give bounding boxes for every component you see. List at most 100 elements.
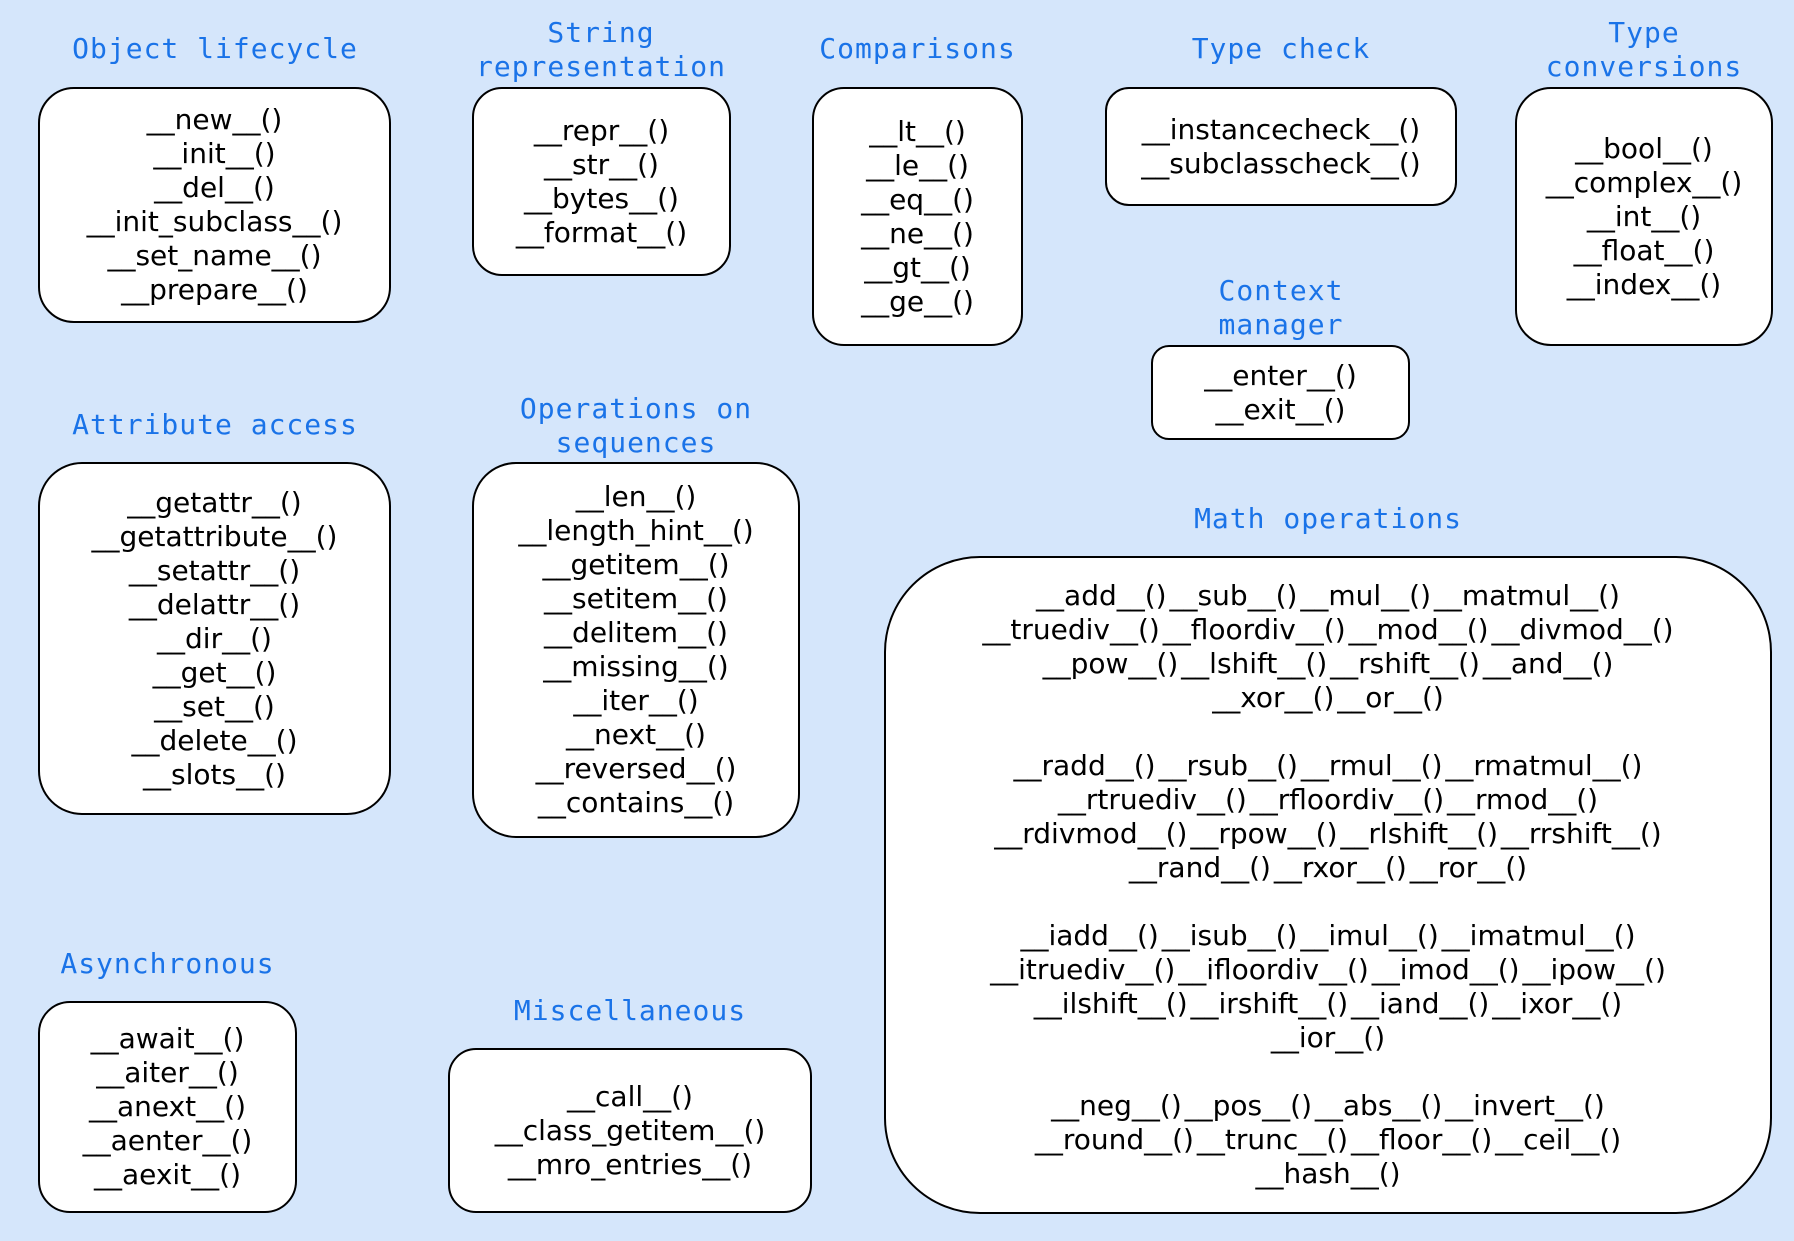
method-item: __missing__() [543, 650, 729, 683]
title-line: Operations on [519, 392, 753, 425]
method-item: __init_subclass__() [86, 205, 343, 238]
title-line: manager [1218, 308, 1344, 341]
title-line: Attribute access [72, 408, 358, 441]
group-title: Attribute access [40, 408, 390, 442]
group-title: Math operations [884, 502, 1772, 536]
method-item: __slots__() [143, 757, 286, 791]
method-item: __set__() [154, 689, 275, 723]
method-item: __delattr__() [128, 587, 301, 621]
method-item: __ge__() [861, 284, 974, 318]
method-row: __xor__() __or__() [1212, 681, 1444, 714]
group-title: Context manager [1150, 274, 1412, 342]
title-line: Type [1608, 16, 1680, 49]
group-title: Comparisons [810, 32, 1025, 66]
method-row: __round__() __trunc__() __floor__() __ce… [1034, 1123, 1622, 1156]
method-item: __next__() [566, 718, 706, 751]
method-item: __aiter__() [96, 1056, 239, 1089]
method-item: __gt__() [864, 250, 971, 284]
method-item: __set_name__() [107, 239, 322, 272]
method-item: __prepare__() [121, 273, 308, 306]
method-item: __aexit__() [93, 1158, 242, 1191]
method-box: __getattr__() __getattribute__() __setat… [38, 462, 391, 815]
method-item: __init__() [153, 137, 276, 170]
method-row: __hash__() [1255, 1157, 1401, 1190]
method-item: __le__() [866, 148, 969, 182]
method-row: __pow__() __lshift__() __rshift__() __an… [1042, 647, 1614, 680]
method-item: __str__() [544, 147, 659, 181]
method-row: __ior__() [1270, 1021, 1386, 1054]
method-row: __rand__() __rxor__() __ror__() [1128, 851, 1528, 884]
method-item: __setattr__() [128, 553, 301, 587]
method-row: __add__() __sub__() __mul__() __matmul__… [1036, 579, 1620, 612]
method-item: __bytes__() [524, 181, 679, 215]
method-item: __index__() [1566, 267, 1722, 301]
title-line: String [547, 16, 655, 49]
group-title: String representation [470, 16, 732, 84]
method-item: __getattribute__() [91, 519, 338, 553]
method-item: __format__() [515, 215, 688, 249]
method-row: __radd__() __rsub__() __rmul__() __rmatm… [1013, 749, 1643, 782]
method-item: __contains__() [537, 786, 735, 819]
method-row: __rtruediv__() __rfloordiv__() __rmod__(… [1057, 783, 1599, 816]
title-line: Context [1218, 274, 1344, 307]
method-item: __complex__() [1545, 165, 1743, 199]
method-item: __getitem__() [542, 548, 730, 581]
method-row: __itruediv__() __ifloordiv__() __imod__(… [990, 953, 1666, 986]
method-item: __dir__() [157, 621, 272, 655]
method-item: __mro_entries__() [507, 1147, 753, 1181]
method-box: __add__() __sub__() __mul__() __matmul__… [884, 556, 1772, 1214]
method-item: __enter__() [1204, 358, 1357, 392]
method-item: __ne__() [861, 216, 974, 250]
method-box: __instancecheck__() __subclasscheck__() [1105, 87, 1457, 206]
method-item: __float__() [1573, 233, 1715, 267]
method-item: __repr__() [533, 113, 670, 147]
method-item: __get__() [152, 655, 277, 689]
method-box: __repr__() __str__() __bytes__() __forma… [472, 87, 731, 276]
title-line: conversions [1545, 50, 1743, 83]
method-row: __ilshift__() __irshift__() __iand__() _… [1033, 987, 1623, 1020]
method-item: __reversed__() [535, 752, 737, 785]
method-item: __lt__() [869, 114, 966, 148]
method-item: __new__() [146, 103, 283, 136]
method-item: __length_hint__() [518, 514, 754, 547]
method-item: __bool__() [1575, 131, 1713, 165]
method-item: __call__() [567, 1079, 693, 1113]
method-item: __exit__() [1215, 392, 1346, 426]
method-box: __lt__() __le__() __eq__() __ne__() __gt… [812, 87, 1023, 346]
title-line: Asynchronous [60, 947, 275, 980]
method-item: __eq__() [861, 182, 974, 216]
method-box: __bool__() __complex__() __int__() __flo… [1515, 87, 1773, 346]
title-line: sequences [555, 426, 717, 459]
method-row: __iadd__() __isub__() __imul__() __imatm… [1020, 919, 1636, 952]
method-item: __instancecheck__() [1141, 112, 1421, 146]
method-item: __await__() [90, 1022, 245, 1055]
method-item: __len__() [575, 480, 697, 513]
method-item: __setitem__() [544, 582, 728, 615]
group-title: Operations on sequences [472, 392, 800, 460]
method-row: __neg__() __pos__() __abs__() __invert__… [1051, 1089, 1605, 1122]
method-item: __del__() [154, 171, 275, 204]
method-item: __subclasscheck__() [1141, 146, 1421, 180]
method-box: __enter__() __exit__() [1151, 345, 1410, 440]
method-item: __iter__() [573, 684, 699, 717]
title-line: representation [475, 50, 726, 83]
title-line: Type check [1191, 32, 1371, 65]
title-line: Object lifecycle [72, 32, 358, 65]
group-title: Type check [1105, 32, 1457, 66]
method-box: __len__() __length_hint__() __getitem__(… [472, 462, 800, 838]
title-line: Miscellaneous [513, 994, 747, 1027]
method-item: __getattr__() [127, 485, 302, 519]
method-item: __int__() [1586, 199, 1702, 233]
method-item: __delitem__() [544, 616, 728, 649]
method-box: __call__() __class_getitem__() __mro_ent… [448, 1048, 812, 1213]
method-item: __class_getitem__() [494, 1113, 766, 1147]
group-title: Miscellaneous [448, 994, 812, 1028]
title-line: Math operations [1194, 502, 1462, 535]
method-box: __new__() __init__() __del__() __init_su… [38, 87, 391, 323]
method-box: __await__() __aiter__() __anext__() __ae… [38, 1001, 297, 1213]
group-title: Type conversions [1515, 16, 1773, 84]
method-row: __truediv__() __floordiv__() __mod__() _… [982, 613, 1674, 646]
method-item: __anext__() [88, 1090, 247, 1123]
group-title: Object lifecycle [40, 32, 390, 66]
title-line: Comparisons [819, 32, 1016, 65]
